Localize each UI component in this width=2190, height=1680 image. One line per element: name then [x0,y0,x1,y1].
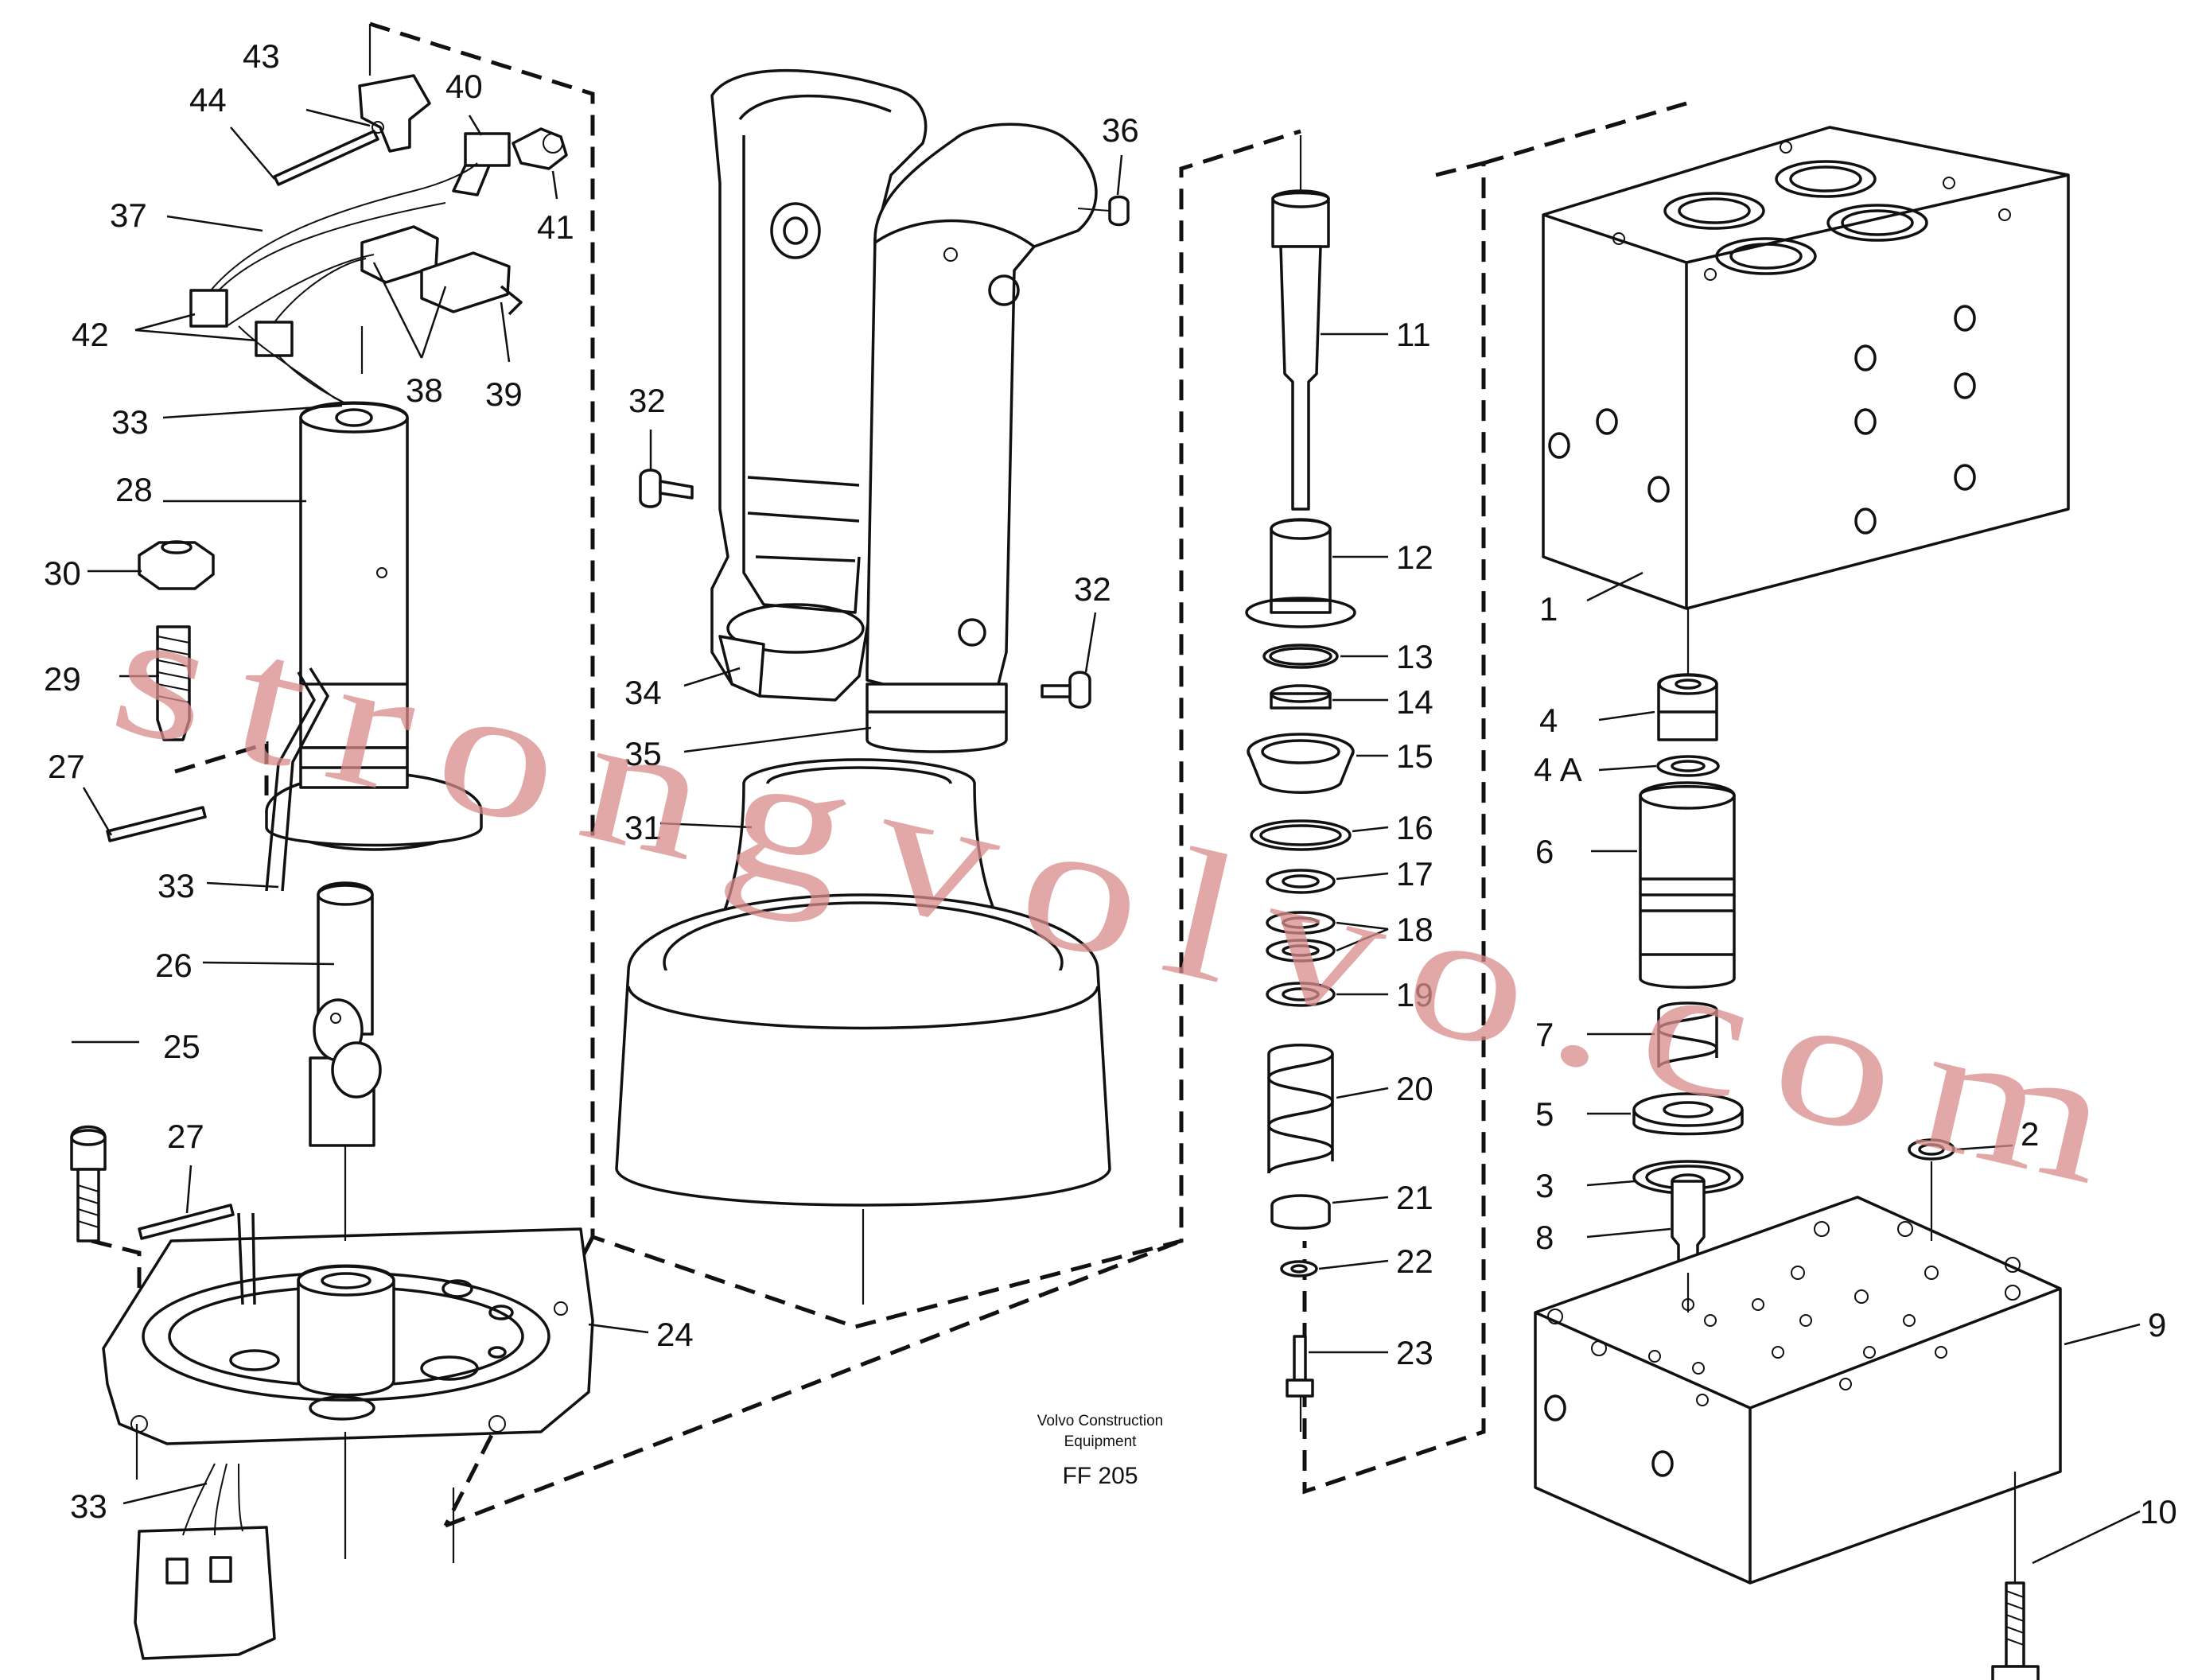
callout-33c: 33 [70,1488,107,1525]
left-assembly [70,74,594,1660]
callout-31: 31 [624,809,662,846]
callout-37: 37 [110,196,147,234]
callout-38: 38 [406,371,443,409]
callout-8: 8 [1535,1219,1554,1256]
callout-12: 12 [1396,539,1433,576]
callout-14: 14 [1396,683,1433,721]
callout-40: 40 [445,68,483,105]
callout-4: 4 [1539,702,1558,739]
callout-32a: 32 [628,382,666,419]
callout-9: 9 [2148,1306,2166,1344]
callout-27a: 27 [48,748,85,785]
callout-10: 10 [2140,1493,2177,1530]
credit-line-1: Volvo Construction [1037,1413,1163,1429]
callout-42: 42 [72,316,109,353]
callout-23: 23 [1396,1334,1433,1371]
right-assembly [1534,126,2070,1680]
callout-28: 28 [115,471,153,508]
callout-33a: 33 [111,403,149,441]
callout-3: 3 [1535,1167,1554,1204]
callout-24: 24 [656,1316,694,1353]
valve-stack [1245,135,1356,1432]
callout-6: 6 [1535,833,1554,870]
callout-2: 2 [2021,1115,2039,1153]
callout-41: 41 [537,208,574,246]
callouts: 43 44 40 41 37 42 38 39 33 28 30 29 27 3… [44,37,2177,1530]
callout-7: 7 [1535,1016,1554,1053]
figure-code: FF 205 [1062,1463,1138,1489]
callout-22: 22 [1396,1242,1433,1280]
callout-13: 13 [1396,638,1433,675]
callout-1: 1 [1539,590,1558,628]
center-assembly [615,68,1130,1305]
callout-36: 36 [1102,111,1139,149]
callout-33b: 33 [158,867,195,904]
callout-26: 26 [155,947,193,984]
callout-34: 34 [624,674,662,711]
callout-19: 19 [1396,976,1433,1013]
callout-27b: 27 [167,1118,204,1155]
callout-21: 21 [1396,1179,1433,1216]
callout-32b: 32 [1074,570,1111,608]
watermark: strongvolvo.com [97,566,2158,1229]
callout-11: 11 [1396,316,1431,353]
callout-25: 25 [163,1028,200,1065]
callout-16: 16 [1396,809,1433,846]
callout-43: 43 [243,37,280,75]
callout-18: 18 [1396,911,1433,948]
callout-44: 44 [189,81,227,119]
callout-15: 15 [1396,737,1433,775]
callout-5: 5 [1535,1095,1554,1133]
callout-30: 30 [44,554,81,592]
callout-39: 39 [485,375,523,413]
leader-lines [72,108,2141,1565]
callout-29: 29 [44,660,81,698]
callout-17: 17 [1396,855,1433,892]
callout-35: 35 [624,735,662,772]
callout-4a: 4 A [1534,751,1582,788]
callout-20: 20 [1396,1070,1433,1107]
credit-line-2: Equipment [1064,1433,1138,1450]
